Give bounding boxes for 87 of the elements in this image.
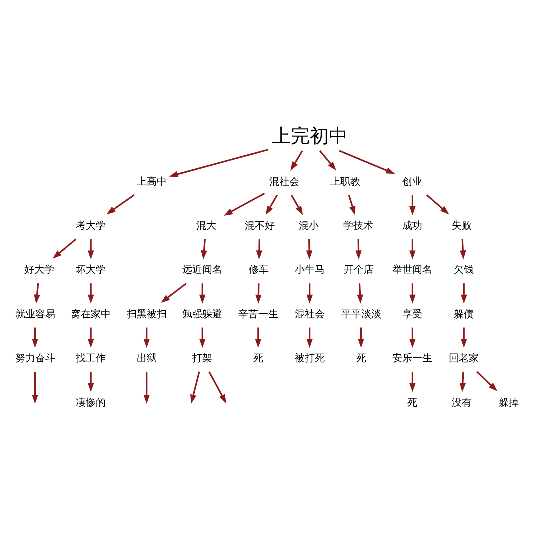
node-text: 凄惨的 xyxy=(76,397,106,408)
node-text: 上职教 xyxy=(330,176,360,188)
node-text: 欠钱 xyxy=(454,264,474,276)
node-text: 上高中 xyxy=(136,176,167,188)
arrow xyxy=(256,283,262,304)
arrow xyxy=(410,283,416,304)
arrow xyxy=(144,327,150,348)
node-text: 享受 xyxy=(402,308,423,320)
arrow xyxy=(348,194,356,215)
node-text: 成功 xyxy=(402,220,423,232)
arrow xyxy=(266,194,278,215)
arrow xyxy=(460,238,466,260)
node-text: 混小 xyxy=(299,220,320,232)
arrow xyxy=(255,327,262,348)
node-text: 窝在家中 xyxy=(71,308,112,320)
node-text: 学技术 xyxy=(343,220,374,232)
node-text: 举世闻名 xyxy=(392,264,433,276)
node-text: 安乐一生 xyxy=(392,353,433,364)
node-text: 创业 xyxy=(402,176,423,188)
node-text: 混大 xyxy=(196,220,216,232)
node-text: 上完初中 xyxy=(272,126,348,147)
node-text: 努力奋斗 xyxy=(15,353,56,364)
node-text: 被打死 xyxy=(294,353,325,364)
arrow xyxy=(190,371,200,404)
arrow xyxy=(208,371,227,404)
node-text: 就业容易 xyxy=(15,308,56,320)
arrow xyxy=(88,371,94,392)
arrow xyxy=(410,327,416,348)
arrow xyxy=(460,283,468,304)
arrow xyxy=(356,238,362,260)
node-text: 死 xyxy=(356,353,366,364)
arrow xyxy=(169,148,269,177)
arrow xyxy=(290,194,304,215)
arrow xyxy=(357,283,364,304)
arrow xyxy=(306,327,313,348)
arrow xyxy=(320,150,337,170)
arrow xyxy=(410,371,416,392)
node-text: 开个店 xyxy=(344,264,374,276)
arrow xyxy=(306,238,313,260)
arrow xyxy=(256,238,263,260)
node-text: 勉强躲避 xyxy=(182,308,223,320)
arrow xyxy=(426,194,450,214)
node-text: 躲掉 xyxy=(499,397,520,408)
arrow xyxy=(34,283,40,304)
arrow xyxy=(199,327,206,348)
node-text: 辛苦一生 xyxy=(238,308,278,320)
arrow xyxy=(88,238,94,260)
node-text: 死 xyxy=(253,353,264,364)
arrow xyxy=(460,327,468,348)
node-text: 出狱 xyxy=(136,353,157,364)
arrow xyxy=(358,327,364,348)
arrow xyxy=(106,194,135,214)
node-text: 躲债 xyxy=(454,308,474,320)
arrow xyxy=(224,192,266,216)
node-text: 死 xyxy=(408,397,418,408)
arrow xyxy=(88,283,94,304)
node-text: 找工作 xyxy=(76,353,106,364)
node-text: 混社会 xyxy=(294,308,325,320)
node-text: 小牛马 xyxy=(294,264,325,276)
node-text: 混社会 xyxy=(269,176,300,188)
node-text: 平平淡淡 xyxy=(341,308,382,320)
node-text: 混不好 xyxy=(244,220,275,232)
arrow xyxy=(144,371,150,404)
arrow xyxy=(476,370,498,392)
node-text: 好大学 xyxy=(24,264,55,276)
arrow xyxy=(88,327,94,348)
node-text: 远近闻名 xyxy=(182,264,223,276)
arrow xyxy=(161,282,187,303)
node-text: 没有 xyxy=(452,397,472,408)
arrow xyxy=(201,238,208,260)
arrow xyxy=(306,283,313,304)
arrow xyxy=(32,371,38,404)
node-text: 回老家 xyxy=(449,353,480,364)
node-text: 失败 xyxy=(452,220,472,232)
arrow xyxy=(290,150,304,170)
arrow xyxy=(410,194,416,216)
arrow xyxy=(32,327,38,348)
node-text: 考大学 xyxy=(76,220,106,232)
node-text: 打架 xyxy=(192,353,213,364)
node-text: 扫黑被扫 xyxy=(126,308,167,320)
arrow xyxy=(410,238,416,260)
node-text: 坏大学 xyxy=(76,264,106,276)
arrow xyxy=(199,283,206,304)
arrow xyxy=(339,150,396,174)
arrow xyxy=(460,371,466,392)
node-text: 修车 xyxy=(249,264,270,276)
arrow xyxy=(52,238,77,258)
